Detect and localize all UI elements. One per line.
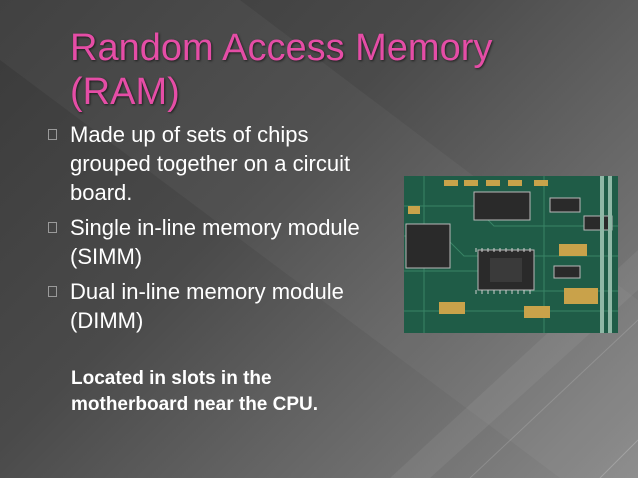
bullet-item: Made up of sets of chips grouped togethe… — [44, 120, 364, 207]
bullet-text: Dual in-line memory module (DIMM) — [70, 279, 344, 333]
bullet-icon — [48, 286, 57, 297]
bullet-text: Made up of sets of chips grouped togethe… — [70, 122, 351, 205]
bullet-list: Made up of sets of chips grouped togethe… — [44, 120, 364, 341]
circuit-board-photo — [404, 176, 618, 333]
bullet-icon — [48, 222, 57, 233]
bullet-item: Single in-line memory module (SIMM) — [44, 213, 364, 271]
location-note: Located in slots in the motherboard near… — [71, 368, 319, 415]
bullet-text: Single in-line memory module (SIMM) — [70, 215, 360, 269]
slide-title: Random Access Memory (RAM) — [70, 27, 493, 113]
bullet-icon — [48, 129, 57, 140]
bullet-item: Dual in-line memory module (DIMM) — [44, 277, 364, 335]
